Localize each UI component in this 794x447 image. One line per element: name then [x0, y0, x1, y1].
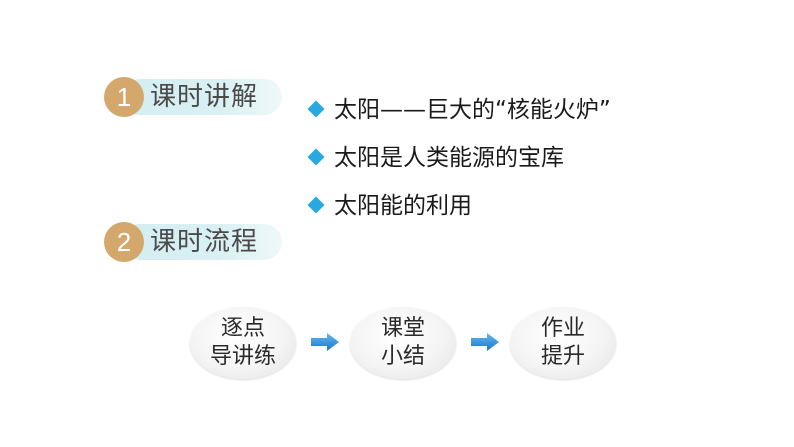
- right-arrow-icon: [471, 333, 499, 351]
- flow-step-text: 课堂 小结: [381, 315, 425, 371]
- topic-text: 太阳能的利用: [334, 193, 472, 219]
- section-tag-background: [122, 224, 282, 260]
- flow-step-summary[interactable]: 课堂 小结: [350, 307, 456, 379]
- topic-item: 太阳是人类能源的宝库: [306, 138, 611, 186]
- flow-step-line: 课堂: [380, 316, 425, 341]
- flow-step-line: 作业: [540, 316, 585, 341]
- section-tag-lesson-explanation: 1 课时讲解: [104, 77, 284, 117]
- diamond-bullet-icon: [307, 148, 325, 166]
- flow-step-text: 逐点 导讲练: [210, 315, 276, 371]
- flow-step-line: 导讲练: [209, 344, 276, 369]
- flow-step-line: 逐点: [220, 316, 265, 341]
- topic-text: 太阳是人类能源的宝库: [334, 145, 564, 171]
- topic-item: 太阳——巨大的“核能火炉”: [306, 90, 611, 138]
- section-tag-lesson-flow: 2 课时流程: [104, 222, 284, 262]
- diamond-bullet-icon: [307, 100, 325, 118]
- section-tag-background: [122, 79, 282, 115]
- topic-item: 太阳能的利用: [306, 186, 611, 234]
- flow-step-line: 小结: [380, 344, 425, 369]
- section-number-badge: 2: [104, 222, 144, 262]
- topic-list: 太阳——巨大的“核能火炉” 太阳是人类能源的宝库 太阳能的利用: [306, 90, 611, 234]
- section-title: 课时讲解: [150, 82, 259, 112]
- flow-step-text: 作业 提升: [541, 315, 585, 371]
- diamond-bullet-icon: [307, 196, 325, 214]
- flow-step-practice[interactable]: 逐点 导讲练: [190, 307, 296, 379]
- flow-step-homework[interactable]: 作业 提升: [510, 307, 616, 379]
- section-title: 课时流程: [150, 227, 259, 257]
- flow-step-line: 提升: [540, 344, 585, 369]
- right-arrow-icon: [311, 333, 339, 351]
- section-number-badge: 1: [104, 77, 144, 117]
- topic-text: 太阳——巨大的“核能火炉”: [334, 97, 611, 123]
